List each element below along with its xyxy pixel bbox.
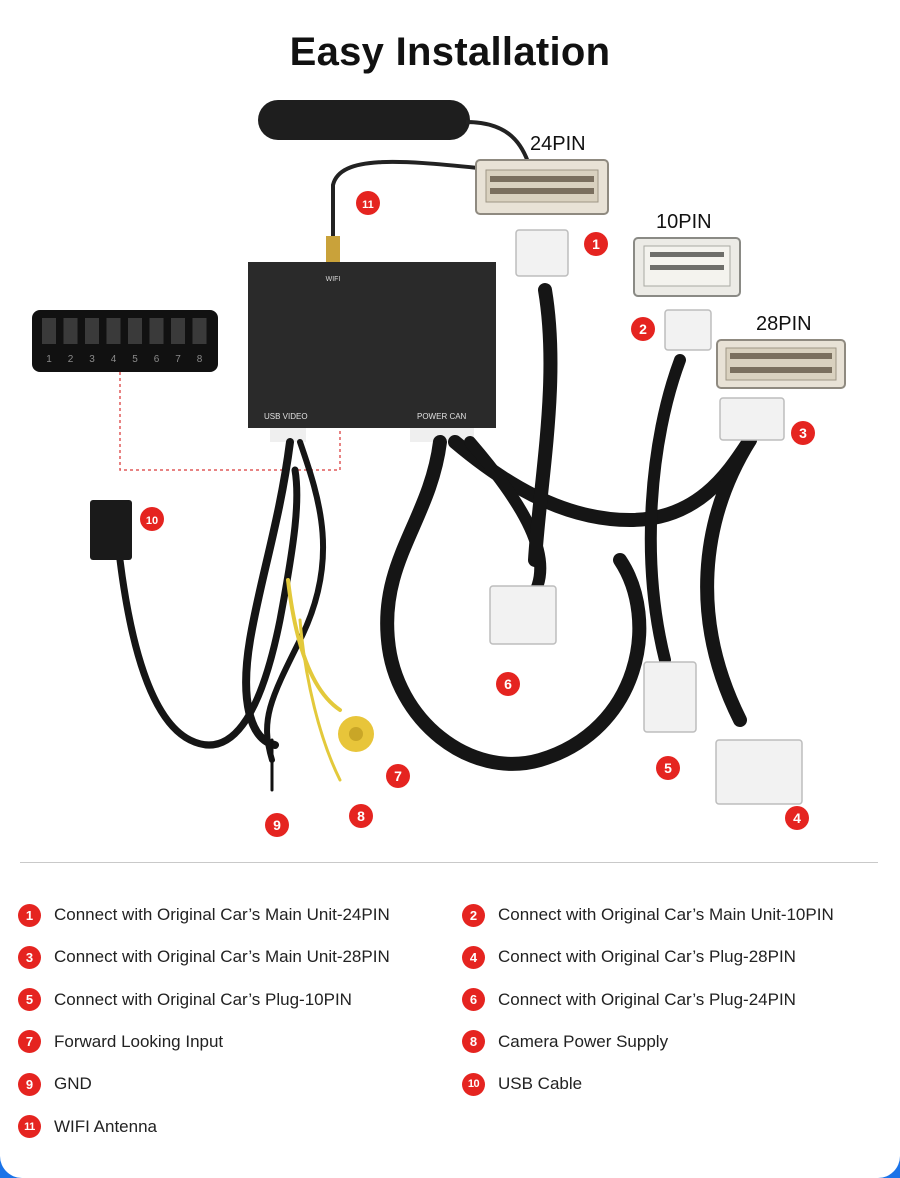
callout-circle [631,317,655,341]
dip-switch-lever [171,318,185,344]
legend-number-badge: 11 [18,1115,41,1138]
callout-circle [386,764,410,788]
wiring-diagram: 24PIN 10PIN 28PIN 1 2 3 4 5 6 7 8 [32,100,846,837]
callout-number: 2 [639,321,647,337]
legend-text: USB Cable [498,1074,583,1094]
label-wifi: WIFI [326,276,341,283]
connector-24pin: 24PIN [475,133,609,215]
callout-number: 3 [799,425,807,441]
callout-circle [656,756,680,780]
connector-28pin: 28PIN [716,313,846,389]
callout-number: 7 [394,768,402,784]
legend-item: 10 USB Cable [462,1071,582,1097]
legend-item: 6 Connect with Original Car’s Plug-24PIN [462,987,796,1013]
connector-10pin: 10PIN [633,211,741,297]
label-28pin: 28PIN [756,313,812,335]
dip-switch-number: 3 [89,354,95,365]
legend-text: Connect with Original Car’s Plug-28PIN [498,947,796,967]
legend-number-badge: 10 [462,1072,485,1096]
legend-text: Connect with Original Car’s Plug-24PIN [498,989,796,1009]
harness-plugs [489,229,803,805]
divider [20,862,878,863]
callout-number: 1 [592,236,600,252]
callout-circle [265,813,289,837]
legend-item: 7 Forward Looking Input [18,1029,223,1055]
legend-item: 9 GND [18,1071,92,1097]
legend-number-badge: 7 [18,1030,41,1054]
dip-switch-number: 7 [175,354,181,365]
callout-circle [496,672,520,696]
callout-circle [140,507,164,531]
usb-video-plug [270,428,306,442]
legend-text: Camera Power Supply [498,1031,669,1051]
dip-switch-lever [85,318,99,344]
legend-item: 1 Connect with Original Car’s Main Unit-2… [18,902,390,928]
callout-number: 5 [664,760,672,776]
legend-text: GND [54,1074,92,1094]
legend-number-badge: 2 [462,903,485,927]
callout-number: 8 [357,808,365,824]
dip-switch-number: 5 [132,354,138,365]
wifi-antenna [258,100,530,262]
callout-number: 11 [362,199,374,211]
label-10pin: 10PIN [656,211,712,233]
legend-text: WIFI Antenna [54,1116,157,1136]
legend-number-badge: 9 [18,1072,41,1096]
legend-number-badge: 5 [18,988,41,1012]
legend-text: Connect with Original Car’s Main Unit-24… [54,905,390,924]
label-24pin: 24PIN [530,133,586,155]
legend-item: 5 Connect with Original Car’s Plug-10PIN [18,987,352,1013]
legend-item: 2 Connect with Original Car’s Main Unit-1… [462,902,834,928]
legend-number-badge: 3 [18,945,41,969]
legend-number-badge: 4 [462,945,485,969]
callout-number: 4 [793,810,801,826]
main-box: WIFI USB VIDEO POWER CAN [248,262,496,428]
dip-switch-number: 4 [111,354,117,365]
callout-circle [785,806,809,830]
legend-item: 4 Connect with Original Car’s Plug-28PIN [462,944,796,970]
callout-number: 9 [273,817,281,833]
legend-item: 11 WIFI Antenna [18,1114,157,1140]
dip-switch-link-line [119,372,341,471]
dip-switch-lever [192,318,207,344]
callout-circle [349,804,373,828]
dip-switch-lever [42,318,56,344]
callouts: 1 2 3 4 5 6 7 8 9 10 11 [140,191,815,837]
callout-number: 6 [504,676,512,692]
dip-switch-lever [63,318,78,344]
dip-switch-lever [106,318,121,344]
dip-switch: 1 2 3 4 5 6 7 8 [32,310,218,372]
dip-switch-number: 6 [154,354,160,365]
legend-text: Forward Looking Input [54,1031,224,1051]
legend-item: 3 Connect with Original Car’s Main Unit-2… [18,944,390,970]
legend-number-badge: 1 [18,903,41,927]
legend-number-badge: 8 [462,1030,485,1054]
callout-circle [584,232,608,256]
callout-circle [356,191,380,215]
page-title: Easy Installation [289,30,611,74]
dip-switch-lever [128,318,142,344]
legend-number-badge: 6 [462,988,485,1012]
callout-circle [791,421,815,445]
legend-text: Connect with Original Car’s Main Unit-10… [498,905,834,924]
legend-text: Connect with Original Car’s Main Unit-28… [54,947,390,967]
dip-switch-number: 2 [68,354,74,365]
wire-bundles [116,283,757,792]
label-power-can: POWER CAN [417,412,467,421]
legend-item: 8 Camera Power Supply [462,1029,668,1055]
label-usb-video: USB VIDEO [264,412,308,421]
usb-plug [90,500,132,560]
dip-switch-number: 1 [46,354,52,365]
callout-number: 10 [146,515,158,527]
dip-switch-number: 8 [197,354,203,365]
dip-switch-lever [149,318,164,344]
legend-text: Connect with Original Car’s Plug-10PIN [54,989,352,1009]
